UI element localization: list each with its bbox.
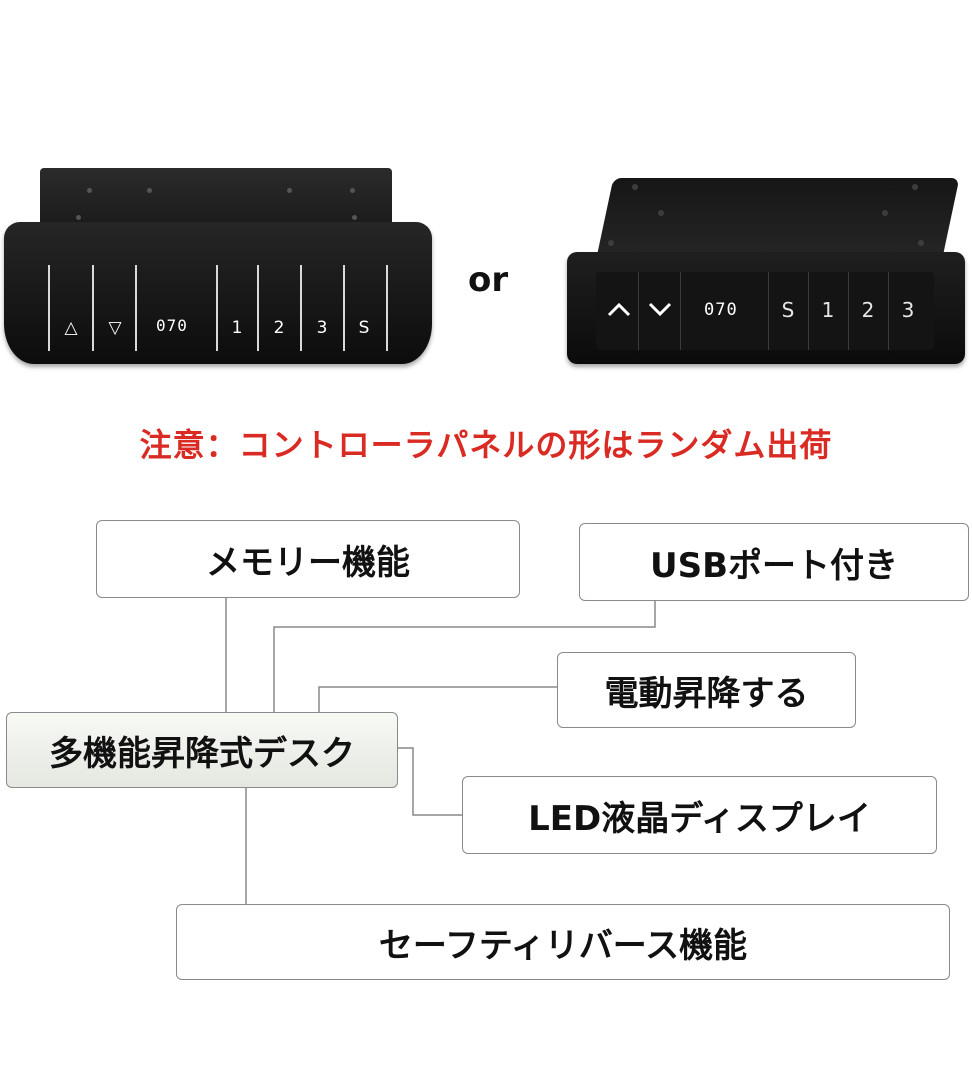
screw-hole-icon xyxy=(658,210,664,216)
feature-memory: メモリー機能 xyxy=(96,520,520,598)
key-divider xyxy=(92,265,94,351)
memory-key-3: 3 xyxy=(901,298,915,322)
controller-a-front-panel xyxy=(4,222,432,364)
save-key: S xyxy=(358,318,370,338)
screw-hole-icon xyxy=(76,215,81,220)
feature-safety-label: セーフティリバース機能 xyxy=(378,925,748,966)
feature-memory-label: メモリー機能 xyxy=(206,542,410,583)
screw-hole-icon xyxy=(287,188,292,193)
controller-b-key-panel xyxy=(596,272,934,350)
connector-line xyxy=(318,686,557,712)
memory-key-3: 3 xyxy=(316,318,328,338)
key-divider xyxy=(386,265,388,351)
feature-led-label: LED液晶ディスプレイ xyxy=(528,798,871,839)
shipping-note: 注意：コントローラパネルの形はランダム出荷 xyxy=(139,426,833,464)
memory-key-2: 2 xyxy=(273,318,285,338)
height-display: 070 xyxy=(156,316,188,335)
screw-hole-icon xyxy=(87,188,92,193)
memory-key-2: 2 xyxy=(861,298,875,322)
key-divider xyxy=(48,265,50,351)
feature-electric: 電動昇降する xyxy=(557,652,856,728)
screw-hole-icon xyxy=(882,210,888,216)
key-divider xyxy=(808,272,809,350)
screw-hole-icon xyxy=(352,215,357,220)
screw-hole-icon xyxy=(918,240,924,246)
key-divider xyxy=(257,265,259,351)
key-divider xyxy=(768,272,769,350)
key-divider xyxy=(638,272,639,350)
feature-safety: セーフティリバース機能 xyxy=(176,904,950,980)
down-arrow-icon: ▽ xyxy=(108,318,122,338)
key-divider xyxy=(888,272,889,350)
feature-led: LED液晶ディスプレイ xyxy=(462,776,937,854)
key-divider xyxy=(680,272,681,350)
key-divider xyxy=(300,265,302,351)
center-product-label: 多機能昇降式デスク xyxy=(49,733,355,774)
feature-electric-label: 電動昇降する xyxy=(604,673,809,714)
or-label: or xyxy=(468,260,509,300)
key-divider xyxy=(216,265,218,351)
feature-usb: USBポート付き xyxy=(579,523,969,601)
key-divider xyxy=(135,265,137,351)
key-divider xyxy=(848,272,849,350)
center-product: 多機能昇降式デスク xyxy=(6,712,398,788)
chevron-down-icon xyxy=(647,300,673,322)
screw-hole-icon xyxy=(632,184,638,190)
memory-key-1: 1 xyxy=(821,298,835,322)
key-divider xyxy=(343,265,345,351)
chevron-up-icon xyxy=(606,300,632,322)
connector-line xyxy=(398,747,462,816)
screw-hole-icon xyxy=(912,184,918,190)
height-display: 070 xyxy=(704,300,738,320)
screw-hole-icon xyxy=(608,240,614,246)
save-key: S xyxy=(781,298,795,322)
up-arrow-icon: △ xyxy=(64,318,78,338)
screw-hole-icon xyxy=(147,188,152,193)
feature-usb-label: USBポート付き xyxy=(649,545,898,586)
memory-key-1: 1 xyxy=(231,318,243,338)
connector-line xyxy=(273,601,656,712)
screw-hole-icon xyxy=(350,188,355,193)
